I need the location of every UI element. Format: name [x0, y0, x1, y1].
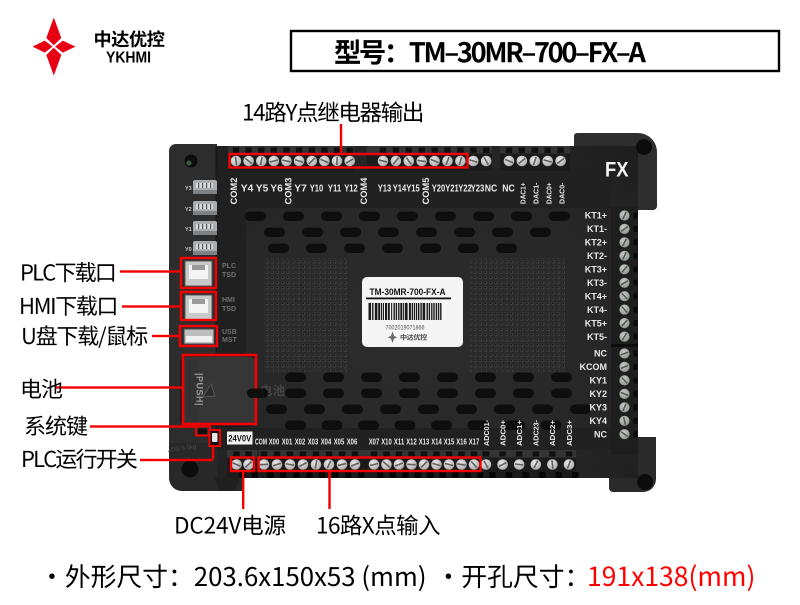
svg-text:X10: X10 [381, 437, 392, 447]
svg-text:KT5-: KT5- [587, 332, 607, 342]
svg-text:X12: X12 [406, 437, 417, 447]
svg-text:USB: USB [222, 329, 237, 336]
svg-text:Y3: Y3 [185, 186, 192, 192]
svg-text:COM3: COM3 [284, 178, 294, 205]
svg-text:X11: X11 [394, 437, 405, 447]
svg-text:X13: X13 [419, 437, 430, 447]
svg-text:MST: MST [222, 337, 238, 344]
svg-text:Y6: Y6 [270, 183, 283, 195]
svg-text:KT2+: KT2+ [585, 238, 607, 248]
svg-text:ADC01-: ADC01- [482, 420, 491, 446]
svg-text:Y15: Y15 [406, 183, 420, 195]
svg-text:YKHMI: YKHMI [106, 49, 151, 66]
svg-text:Y14: Y14 [393, 183, 407, 195]
svg-text:Y23: Y23 [471, 183, 485, 195]
svg-text:DAC1+: DAC1+ [519, 182, 528, 204]
svg-text:HMI: HMI [222, 297, 235, 304]
svg-text:X14: X14 [431, 437, 442, 447]
svg-text:TM-30MR-700-FX-A: TM-30MR-700-FX-A [370, 287, 446, 298]
svg-text:KT3+: KT3+ [585, 265, 607, 275]
svg-text:Y13: Y13 [378, 183, 392, 195]
svg-text:KT4+: KT4+ [585, 291, 607, 301]
svg-text:KT4-: KT4- [587, 305, 607, 315]
svg-text:KT5+: KT5+ [585, 318, 607, 328]
svg-text:X15: X15 [444, 437, 455, 447]
svg-text:X16: X16 [456, 437, 467, 447]
svg-text:KT2-: KT2- [587, 251, 607, 261]
svg-text:X03: X03 [308, 437, 319, 447]
svg-text:NC: NC [485, 183, 498, 195]
svg-text:NC: NC [502, 183, 515, 195]
svg-text:X02: X02 [295, 437, 306, 447]
svg-text:KT3-: KT3- [587, 278, 607, 288]
svg-text:X06: X06 [347, 437, 358, 447]
svg-text:ADC23-: ADC23- [532, 420, 541, 446]
svg-text:Y12: Y12 [344, 183, 358, 195]
svg-text:X07: X07 [369, 437, 380, 447]
svg-text:TSD: TSD [222, 272, 236, 279]
svg-text:DAC0-: DAC0- [558, 182, 567, 204]
svg-text:ADC2+: ADC2+ [548, 419, 557, 446]
svg-text:PLC: PLC [222, 263, 236, 270]
svg-text:Y5: Y5 [256, 183, 269, 195]
svg-text:ADC0+: ADC0+ [498, 419, 507, 446]
svg-text:Y10: Y10 [310, 183, 324, 195]
svg-text:X00: X00 [269, 437, 280, 447]
svg-text:KY1: KY1 [589, 376, 607, 386]
svg-text:COM2: COM2 [229, 178, 239, 205]
svg-text:KY2: KY2 [589, 389, 607, 399]
svg-text:Y1: Y1 [185, 227, 192, 233]
svg-text:TSD: TSD [222, 306, 236, 313]
svg-text:Y20: Y20 [432, 183, 446, 195]
svg-text:7002019071866: 7002019071866 [386, 326, 426, 332]
svg-text:Y21: Y21 [445, 183, 459, 195]
svg-text:KY3: KY3 [589, 403, 607, 413]
svg-text:Y7: Y7 [294, 183, 307, 195]
svg-text:NC: NC [594, 429, 607, 439]
svg-text:NC: NC [594, 349, 607, 359]
svg-text:ADC3+: ADC3+ [565, 419, 574, 446]
svg-text:COM4: COM4 [359, 177, 369, 205]
svg-text:X01: X01 [282, 437, 293, 447]
svg-text:Y2: Y2 [185, 207, 192, 213]
svg-text:COM: COM [255, 437, 267, 447]
svg-text:X05: X05 [334, 437, 345, 447]
svg-text:24V0V: 24V0V [228, 434, 251, 444]
svg-text:KY4: KY4 [589, 416, 607, 426]
svg-text:DAC1-: DAC1- [532, 182, 541, 204]
svg-text:X04: X04 [321, 437, 332, 447]
svg-text:KT1-: KT1- [587, 224, 607, 234]
svg-text:KT1+: KT1+ [585, 211, 607, 221]
svg-text:FX: FX [605, 159, 629, 182]
svg-text:|PUSH|: |PUSH| [195, 373, 205, 406]
svg-text:Y0: Y0 [185, 247, 192, 253]
svg-text:DAC0+: DAC0+ [545, 182, 554, 204]
svg-text:Y11: Y11 [328, 183, 342, 195]
svg-text:Y4: Y4 [241, 183, 254, 195]
svg-text:X17: X17 [469, 437, 480, 447]
svg-text:COM5: COM5 [421, 178, 431, 205]
svg-text:KCOM: KCOM [580, 362, 608, 372]
svg-text:ADC1+: ADC1+ [515, 419, 524, 446]
